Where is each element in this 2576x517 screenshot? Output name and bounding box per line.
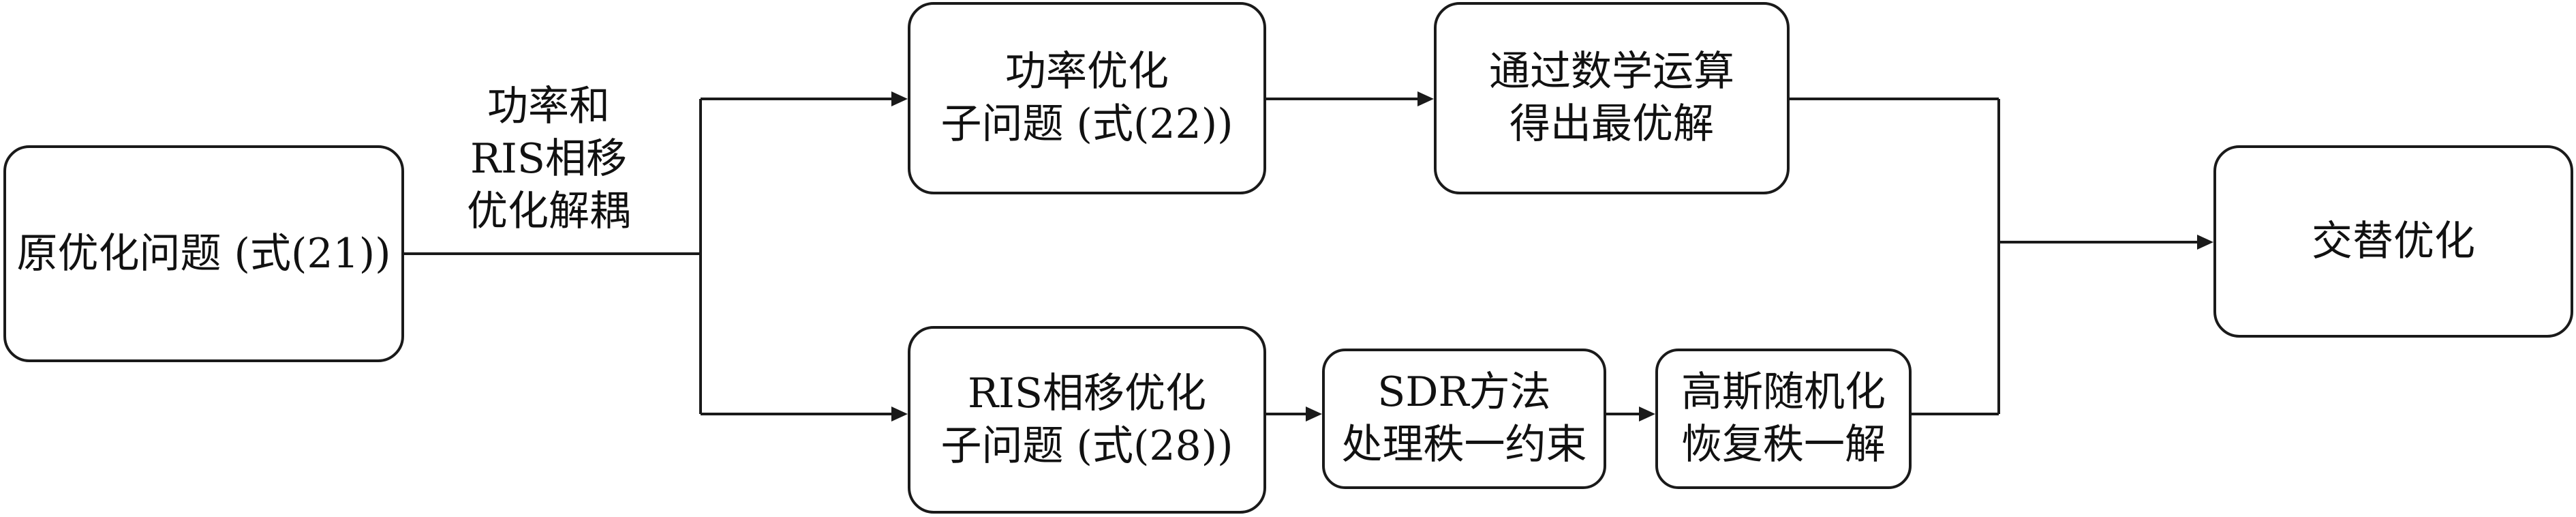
node-gaussian-randomization-line-1: 高斯随机化 [1681, 368, 1886, 417]
node-ris-subproblem-line-2: 子问题 (式(28)) [940, 422, 1233, 470]
arrowhead-to-gauss [1639, 407, 1655, 422]
decoupling-label-line-3: 优化解耦 [467, 187, 630, 235]
arrowhead-to-power [891, 91, 908, 106]
node-math-operation: 通过数学运算 得出最优解 [1434, 2, 1790, 194]
node-gaussian-randomization: 高斯随机化 恢复秩一解 [1655, 349, 1912, 489]
node-sdr-method: SDR方法 处理秩一约束 [1322, 349, 1606, 489]
node-ris-subproblem-line-1: RIS相移优化 [968, 369, 1206, 417]
node-sdr-method-line-1: SDR方法 [1377, 368, 1551, 417]
decoupling-label-line-1: 功率和 [487, 83, 610, 130]
node-power-subproblem: 功率优化 子问题 (式(22)) [908, 2, 1266, 194]
node-math-operation-line-2: 得出最优解 [1509, 100, 1714, 148]
node-gaussian-randomization-line-2: 恢复秩一解 [1681, 421, 1886, 469]
arrowhead-to-math [1417, 91, 1434, 106]
node-math-operation-line-1: 通过数学运算 [1489, 48, 1734, 96]
node-sdr-method-line-2: 处理秩一约束 [1341, 421, 1587, 469]
arrowhead-to-ris [891, 407, 908, 422]
node-ris-subproblem: RIS相移优化 子问题 (式(28)) [908, 326, 1266, 514]
node-alternating-optimization: 交替优化 [2213, 145, 2573, 338]
decoupling-label: 功率和 RIS相移 优化解耦 [446, 80, 651, 237]
node-original-problem: 原优化问题 (式(21)) [3, 145, 404, 362]
arrowhead-to-sdr [1306, 407, 1322, 422]
node-original-problem-line-1: 原优化问题 (式(21)) [16, 229, 391, 278]
arrowhead-to-alternate [2197, 235, 2213, 250]
decoupling-label-line-2: RIS相移 [470, 134, 627, 183]
node-power-subproblem-line-1: 功率优化 [1005, 48, 1169, 96]
node-alternating-optimization-line-1: 交替优化 [2312, 217, 2475, 265]
node-power-subproblem-line-2: 子问题 (式(22)) [940, 100, 1233, 148]
